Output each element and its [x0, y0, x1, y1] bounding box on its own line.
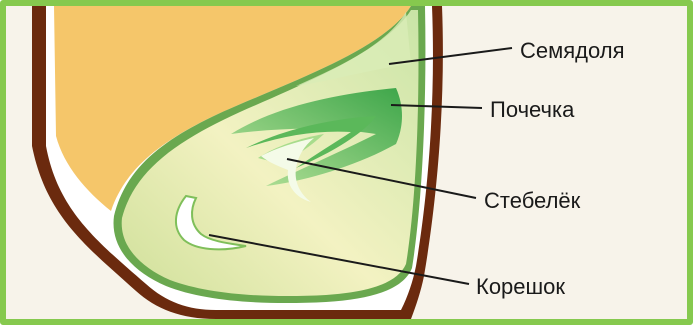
- label-stem: Стебелёк: [484, 190, 580, 212]
- label-bud: Почечка: [490, 99, 574, 121]
- label-root: Корешок: [476, 276, 565, 298]
- label-cotyledon: Семядоля: [520, 40, 625, 62]
